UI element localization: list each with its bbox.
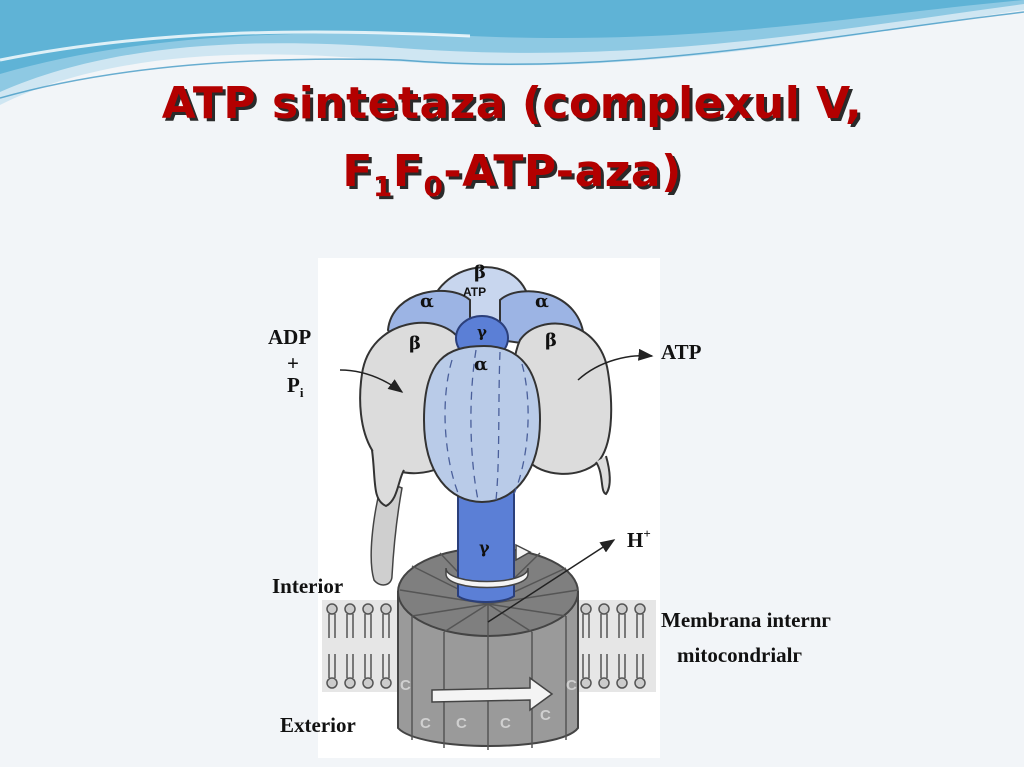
membrane-lipids-right: [572, 600, 656, 692]
label-beta-left: β: [409, 333, 421, 354]
svg-text:C: C: [420, 715, 431, 732]
label-beta-top: β: [474, 262, 486, 283]
alpha-front-stripes: [444, 349, 529, 501]
svg-text:C: C: [500, 715, 511, 732]
rotation-arrow-ring: [431, 676, 554, 712]
svg-text:C: C: [456, 715, 467, 732]
svg-text:C: C: [400, 677, 411, 694]
header-wave-decoration: [0, 0, 1024, 105]
label-proton-text: H: [627, 528, 644, 552]
title-subscript: 0: [423, 170, 444, 203]
title-part: F: [392, 146, 424, 197]
title-part: -ATP-aza): [443, 146, 682, 197]
slide-title-line1: ATP sintetaza (complexul V,: [161, 78, 863, 129]
label-proton: H+: [627, 526, 651, 553]
label-gamma-top: γ: [477, 323, 487, 341]
label-alpha-left: α: [420, 291, 434, 312]
title-part: F: [342, 146, 373, 197]
rotation-arrow-stalk: [445, 567, 529, 589]
slide-title-line2: F1F0-ATP-aza): [0, 150, 1024, 201]
label-beta-right: β: [545, 330, 557, 351]
c-subunit-labels: C C C C C C: [400, 677, 577, 732]
subunit-beta-left-tail: [371, 449, 405, 508]
svg-text:C: C: [566, 677, 577, 694]
arrow-adp-in: [339, 369, 404, 393]
rotation-arrowhead: [515, 543, 532, 562]
label-interior: Interior: [272, 574, 344, 598]
label-exterior: Exterior: [280, 713, 356, 737]
label-adp: ADP: [268, 325, 312, 349]
label-atp-product: ATP: [661, 340, 702, 364]
membrane-lipids-left: [322, 600, 402, 692]
subunit-alpha-front: [422, 344, 542, 504]
arrow-proton: [487, 539, 616, 623]
label-pi: Pi: [287, 373, 303, 401]
peripheral-stalk: [370, 478, 403, 586]
label-alpha-right: α: [535, 291, 549, 312]
label-proton-superscript: +: [643, 526, 651, 541]
label-alpha-front: α: [474, 354, 488, 375]
label-membrane-line1: Membrana internг: [661, 608, 831, 632]
label-pi-text: P: [287, 373, 300, 397]
label-pi-subscript: i: [299, 385, 304, 400]
svg-text:C: C: [540, 707, 551, 724]
label-plus: +: [287, 351, 299, 375]
gamma-stalk: [457, 489, 515, 603]
title-subscript: 1: [372, 170, 393, 203]
label-atp-top: ATP: [463, 285, 486, 299]
label-gamma-stalk: γ: [479, 538, 490, 557]
label-membrane-line2: mitocondrialг: [677, 643, 803, 667]
arrow-atp-out: [577, 348, 654, 381]
subunit-beta-right-tail: [595, 455, 611, 496]
